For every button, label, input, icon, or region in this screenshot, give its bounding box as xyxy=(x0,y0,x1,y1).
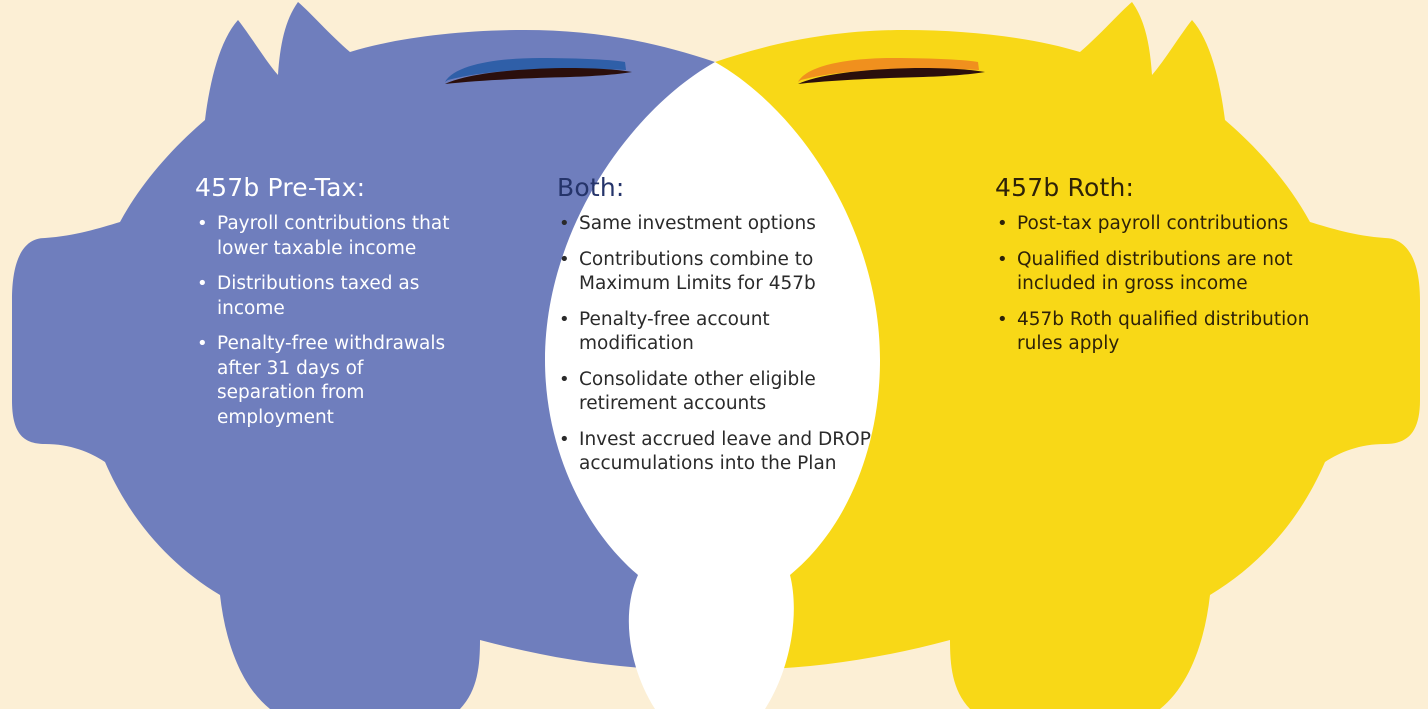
both-panel: Both: • Same investment options • Contribu… xyxy=(557,173,877,488)
bullet-icon: • xyxy=(197,333,208,354)
both-item-text: Invest accrued leave and DROP accumulati… xyxy=(579,428,871,475)
both-item: • Contributions combine to Maximum Limits… xyxy=(557,248,877,297)
roth-item: • Post-tax payroll contributions xyxy=(995,212,1315,237)
roth-item: • 457b Roth qualified distribution rules … xyxy=(995,308,1315,357)
both-title: Both: xyxy=(557,173,625,202)
pretax-item-text: Payroll contributions that lower taxable… xyxy=(217,213,450,259)
both-item: • Invest accrued leave and DROP accumulat… xyxy=(557,428,877,477)
bullet-icon: • xyxy=(559,248,570,270)
roth-item-text: Qualified distributions are not included… xyxy=(1017,248,1293,295)
both-item-text: Consolidate other eligible retirement ac… xyxy=(579,368,816,415)
both-item-text: Same investment options xyxy=(579,213,816,234)
roth-list: • Post-tax payroll contributions • Qualifi… xyxy=(995,212,1315,357)
roth-item: • Qualified distributions are not include… xyxy=(995,248,1315,297)
bullet-icon: • xyxy=(197,273,208,294)
bullet-icon: • xyxy=(559,308,570,330)
roth-coin-slot xyxy=(798,68,985,84)
pretax-coin-slot-rim xyxy=(445,58,626,82)
pretax-title: 457b Pre-Tax: xyxy=(195,173,366,202)
both-item: • Same investment options xyxy=(557,212,877,237)
pretax-list: • Payroll contributions that lower taxabl… xyxy=(195,212,465,430)
both-overlap-shape xyxy=(545,62,880,709)
pretax-item-text: Penalty-free withdrawals after 31 days o… xyxy=(217,333,446,428)
bullet-icon: • xyxy=(997,308,1008,330)
roth-item-text: Post-tax payroll contributions xyxy=(1017,213,1289,234)
both-list: • Same investment options • Contributions … xyxy=(557,212,877,477)
roth-item-text: 457b Roth qualified distribution rules a… xyxy=(1017,308,1310,355)
pretax-coin-slot xyxy=(445,68,632,84)
bullet-icon: • xyxy=(559,428,570,450)
pretax-item: • Penalty-free withdrawals after 31 days … xyxy=(195,332,465,430)
both-item-text: Contributions combine to Maximum Limits … xyxy=(579,248,816,295)
pretax-item: • Distributions taxed as income xyxy=(195,272,465,321)
pretax-item: • Payroll contributions that lower taxabl… xyxy=(195,212,465,261)
bullet-icon: • xyxy=(997,248,1008,270)
both-item: • Consolidate other eligible retirement a… xyxy=(557,368,877,417)
bullet-icon: • xyxy=(997,213,1008,234)
roth-coin-slot-rim xyxy=(798,58,979,82)
both-item: • Penalty-free account modification xyxy=(557,308,877,357)
bullet-icon: • xyxy=(559,368,570,390)
roth-panel: 457b Roth: • Post-tax payroll contributio… xyxy=(995,173,1315,368)
bullet-icon: • xyxy=(197,213,208,234)
roth-title: 457b Roth: xyxy=(995,173,1135,202)
pretax-item-text: Distributions taxed as income xyxy=(217,273,420,319)
both-item-text: Penalty-free account modification xyxy=(579,308,770,355)
bullet-icon: • xyxy=(559,213,570,234)
pretax-panel: 457b Pre-Tax: • Payroll contributions tha… xyxy=(195,173,465,441)
